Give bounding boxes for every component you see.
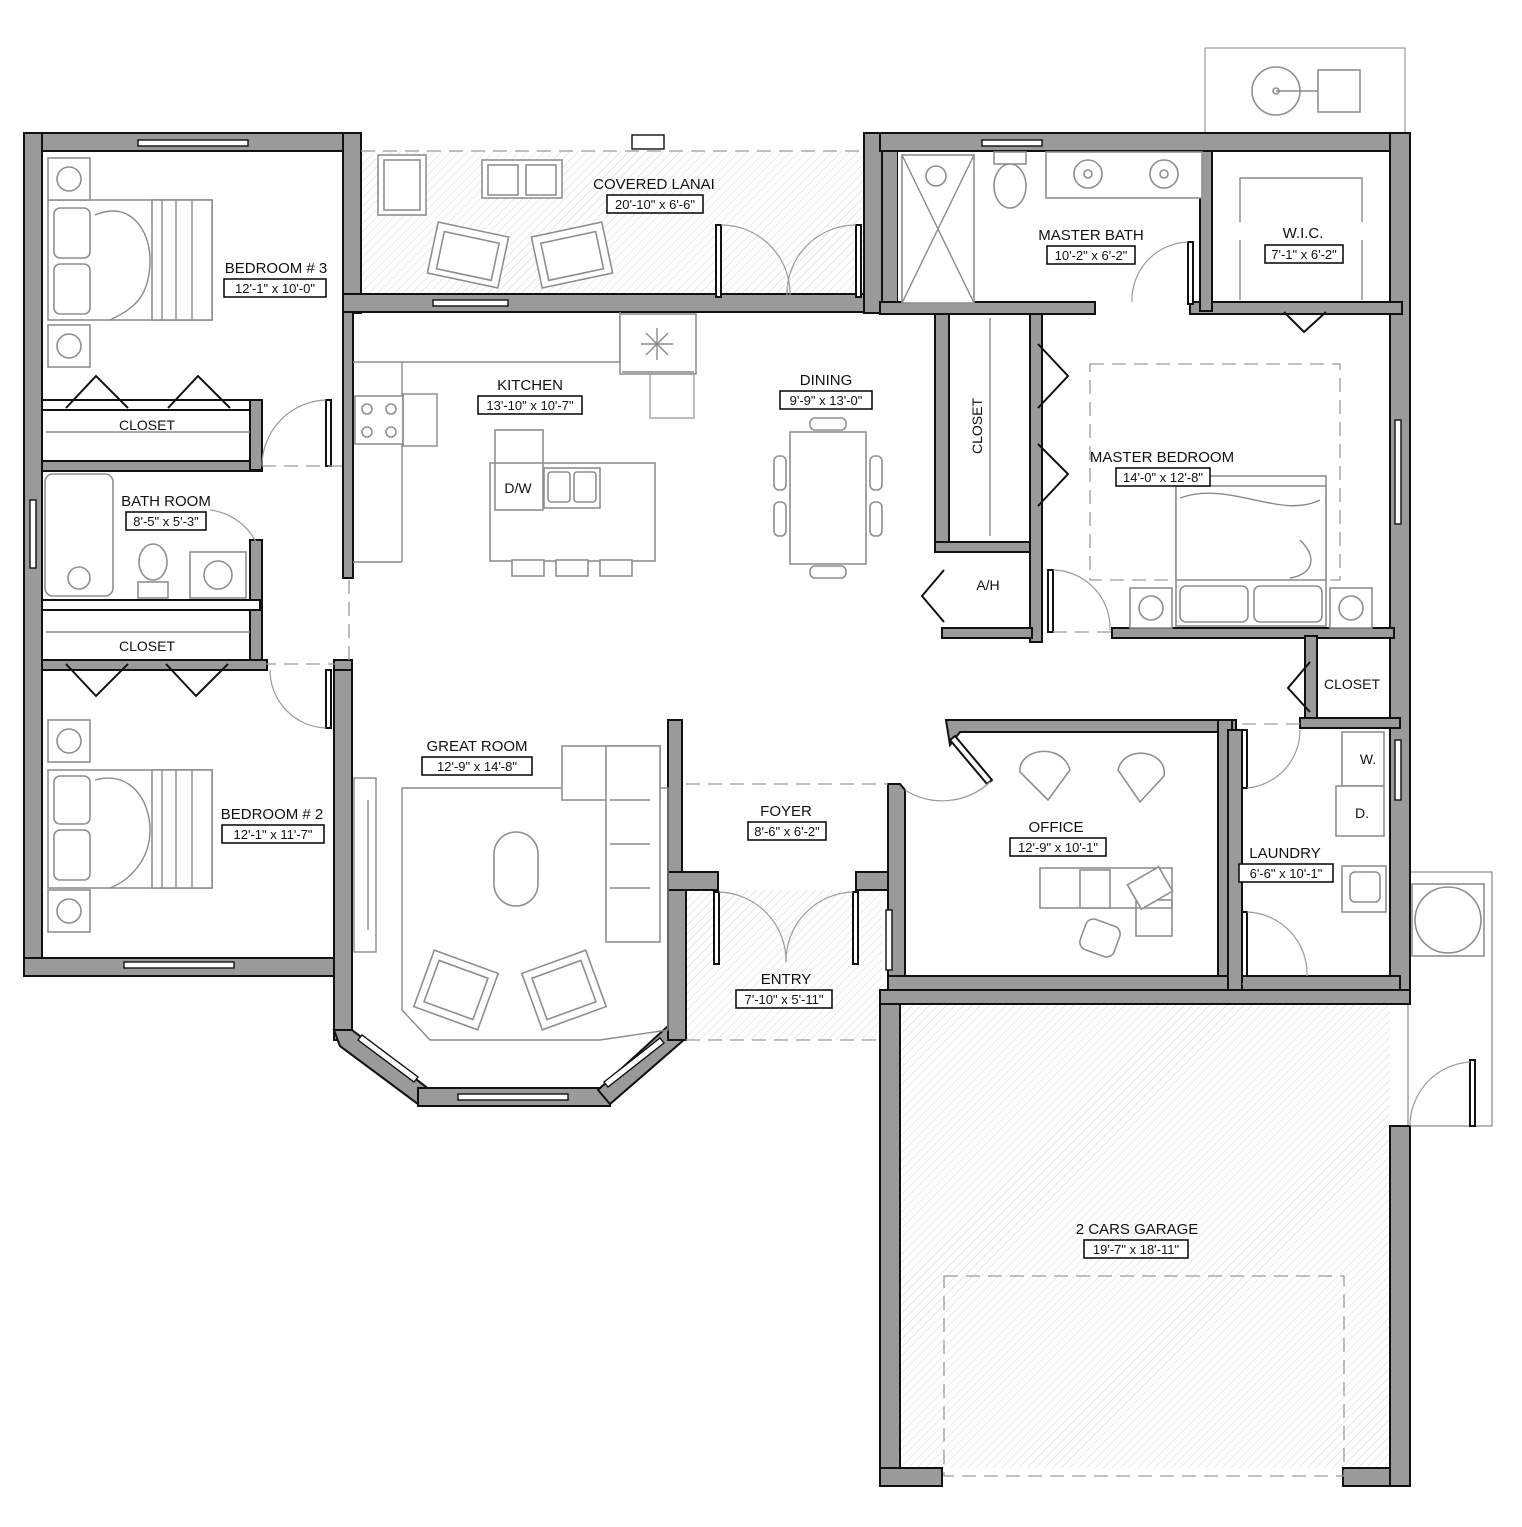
label-entry: ENTRY 7'-10" x 5'-11"	[735, 971, 833, 1009]
label-bedroom2: BEDROOM # 2 12'-1" x 11'-7"	[221, 806, 325, 844]
great-room-name: GREAT ROOM	[426, 738, 527, 755]
label-wic: W.I.C. 7'-1" x 6'-2"	[1264, 225, 1344, 264]
exterior-walls-top	[23, 132, 1411, 1487]
label-covered-lanai: COVERED LANAI 20'-10" x 6'-6"	[593, 176, 715, 214]
kitchen-dim: 13'-10" x 10'-7"	[486, 398, 574, 413]
dining-dim: 9'-9" x 13'-0"	[790, 393, 863, 408]
label-great-room: GREAT ROOM 12'-9" x 14'-8"	[421, 738, 533, 776]
bedroom2-dim: 12'-1" x 11'-7"	[234, 827, 313, 842]
washer-label: W.	[1360, 751, 1376, 767]
label-dining: DINING 9'-9" x 13'-0"	[779, 372, 873, 410]
label-master-bedroom: MASTER BEDROOM 14'-0" x 12'-8"	[1090, 449, 1234, 487]
garage-name: 2 CARS GARAGE	[1076, 1221, 1199, 1238]
office-dim: 12'-9" x 10'-1"	[1018, 840, 1098, 855]
label-foyer: FOYER 8'-6" x 6'-2"	[747, 803, 827, 841]
wic-name: W.I.C.	[1283, 225, 1324, 242]
label-office: OFFICE 12'-9" x 10'-1"	[1009, 819, 1107, 857]
master-bedroom-dim: 14'-0" x 12'-8"	[1123, 470, 1203, 485]
label-bedroom3: BEDROOM # 3 12'-1" x 10'-0"	[223, 260, 328, 298]
master-bedroom-name: MASTER BEDROOM	[1090, 449, 1234, 466]
furniture	[44, 66, 1485, 1041]
label-laundry: LAUNDRY 6'-6" x 10'-1"	[1238, 845, 1334, 883]
foyer-name: FOYER	[760, 803, 812, 820]
bath-room-name: BATH ROOM	[121, 493, 211, 510]
master-bath-dim: 10'-2" x 6'-2"	[1055, 248, 1128, 263]
closet-label-right: CLOSET	[1324, 676, 1380, 692]
closet-label-master: CLOSET	[969, 398, 985, 454]
lanai-name: COVERED LANAI	[593, 176, 715, 193]
entry-name: ENTRY	[761, 971, 812, 988]
interior-walls	[41, 150, 1403, 991]
doors	[65, 224, 1476, 1127]
closet-label-bedroom2: CLOSET	[119, 638, 175, 654]
garage-dim: 19'-7" x 18'-11"	[1093, 1242, 1180, 1257]
air-handler-label: A/H	[976, 577, 999, 593]
laundry-name: LAUNDRY	[1249, 845, 1320, 862]
label-master-bath: MASTER BATH 10'-2" x 6'-2"	[1038, 227, 1144, 265]
dashed-lines	[262, 150, 1345, 1477]
wic-dim: 7'-1" x 6'-2"	[1271, 247, 1337, 262]
bath-room-dim: 8'-5" x 5'-3"	[133, 514, 199, 529]
label-bath-room: BATH ROOM 8'-5" x 5'-3"	[121, 493, 211, 531]
bedroom2-name: BEDROOM # 2	[221, 806, 324, 823]
label-garage: 2 CARS GARAGE 19'-7" x 18'-11"	[1076, 1221, 1199, 1259]
bedroom3-dim: 12'-1" x 10'-0"	[235, 281, 315, 296]
office-name: OFFICE	[1029, 819, 1084, 836]
windows	[29, 134, 1402, 1101]
laundry-dim: 6'-6" x 10'-1"	[1250, 866, 1323, 881]
lanai-dim: 20'-10" x 6'-6"	[615, 197, 695, 212]
kitchen-name: KITCHEN	[497, 377, 563, 394]
entry-dim: 7'-10" x 5'-11"	[745, 992, 824, 1007]
label-kitchen: KITCHEN 13'-10" x 10'-7"	[477, 377, 583, 415]
great-room-dim: 12'-9" x 14'-8"	[437, 759, 517, 774]
dining-name: DINING	[800, 372, 853, 389]
dishwasher-label: D/W	[504, 480, 532, 496]
room-labels: BEDROOM # 3 12'-1" x 10'-0" COVERED LANA…	[119, 176, 1380, 1259]
foyer-dim: 8'-6" x 6'-2"	[754, 824, 820, 839]
bedroom3-name: BEDROOM # 3	[225, 260, 328, 277]
closet-label-bedroom3: CLOSET	[119, 417, 175, 433]
dryer-label: D.	[1355, 805, 1369, 821]
master-bath-name: MASTER BATH	[1038, 227, 1144, 244]
